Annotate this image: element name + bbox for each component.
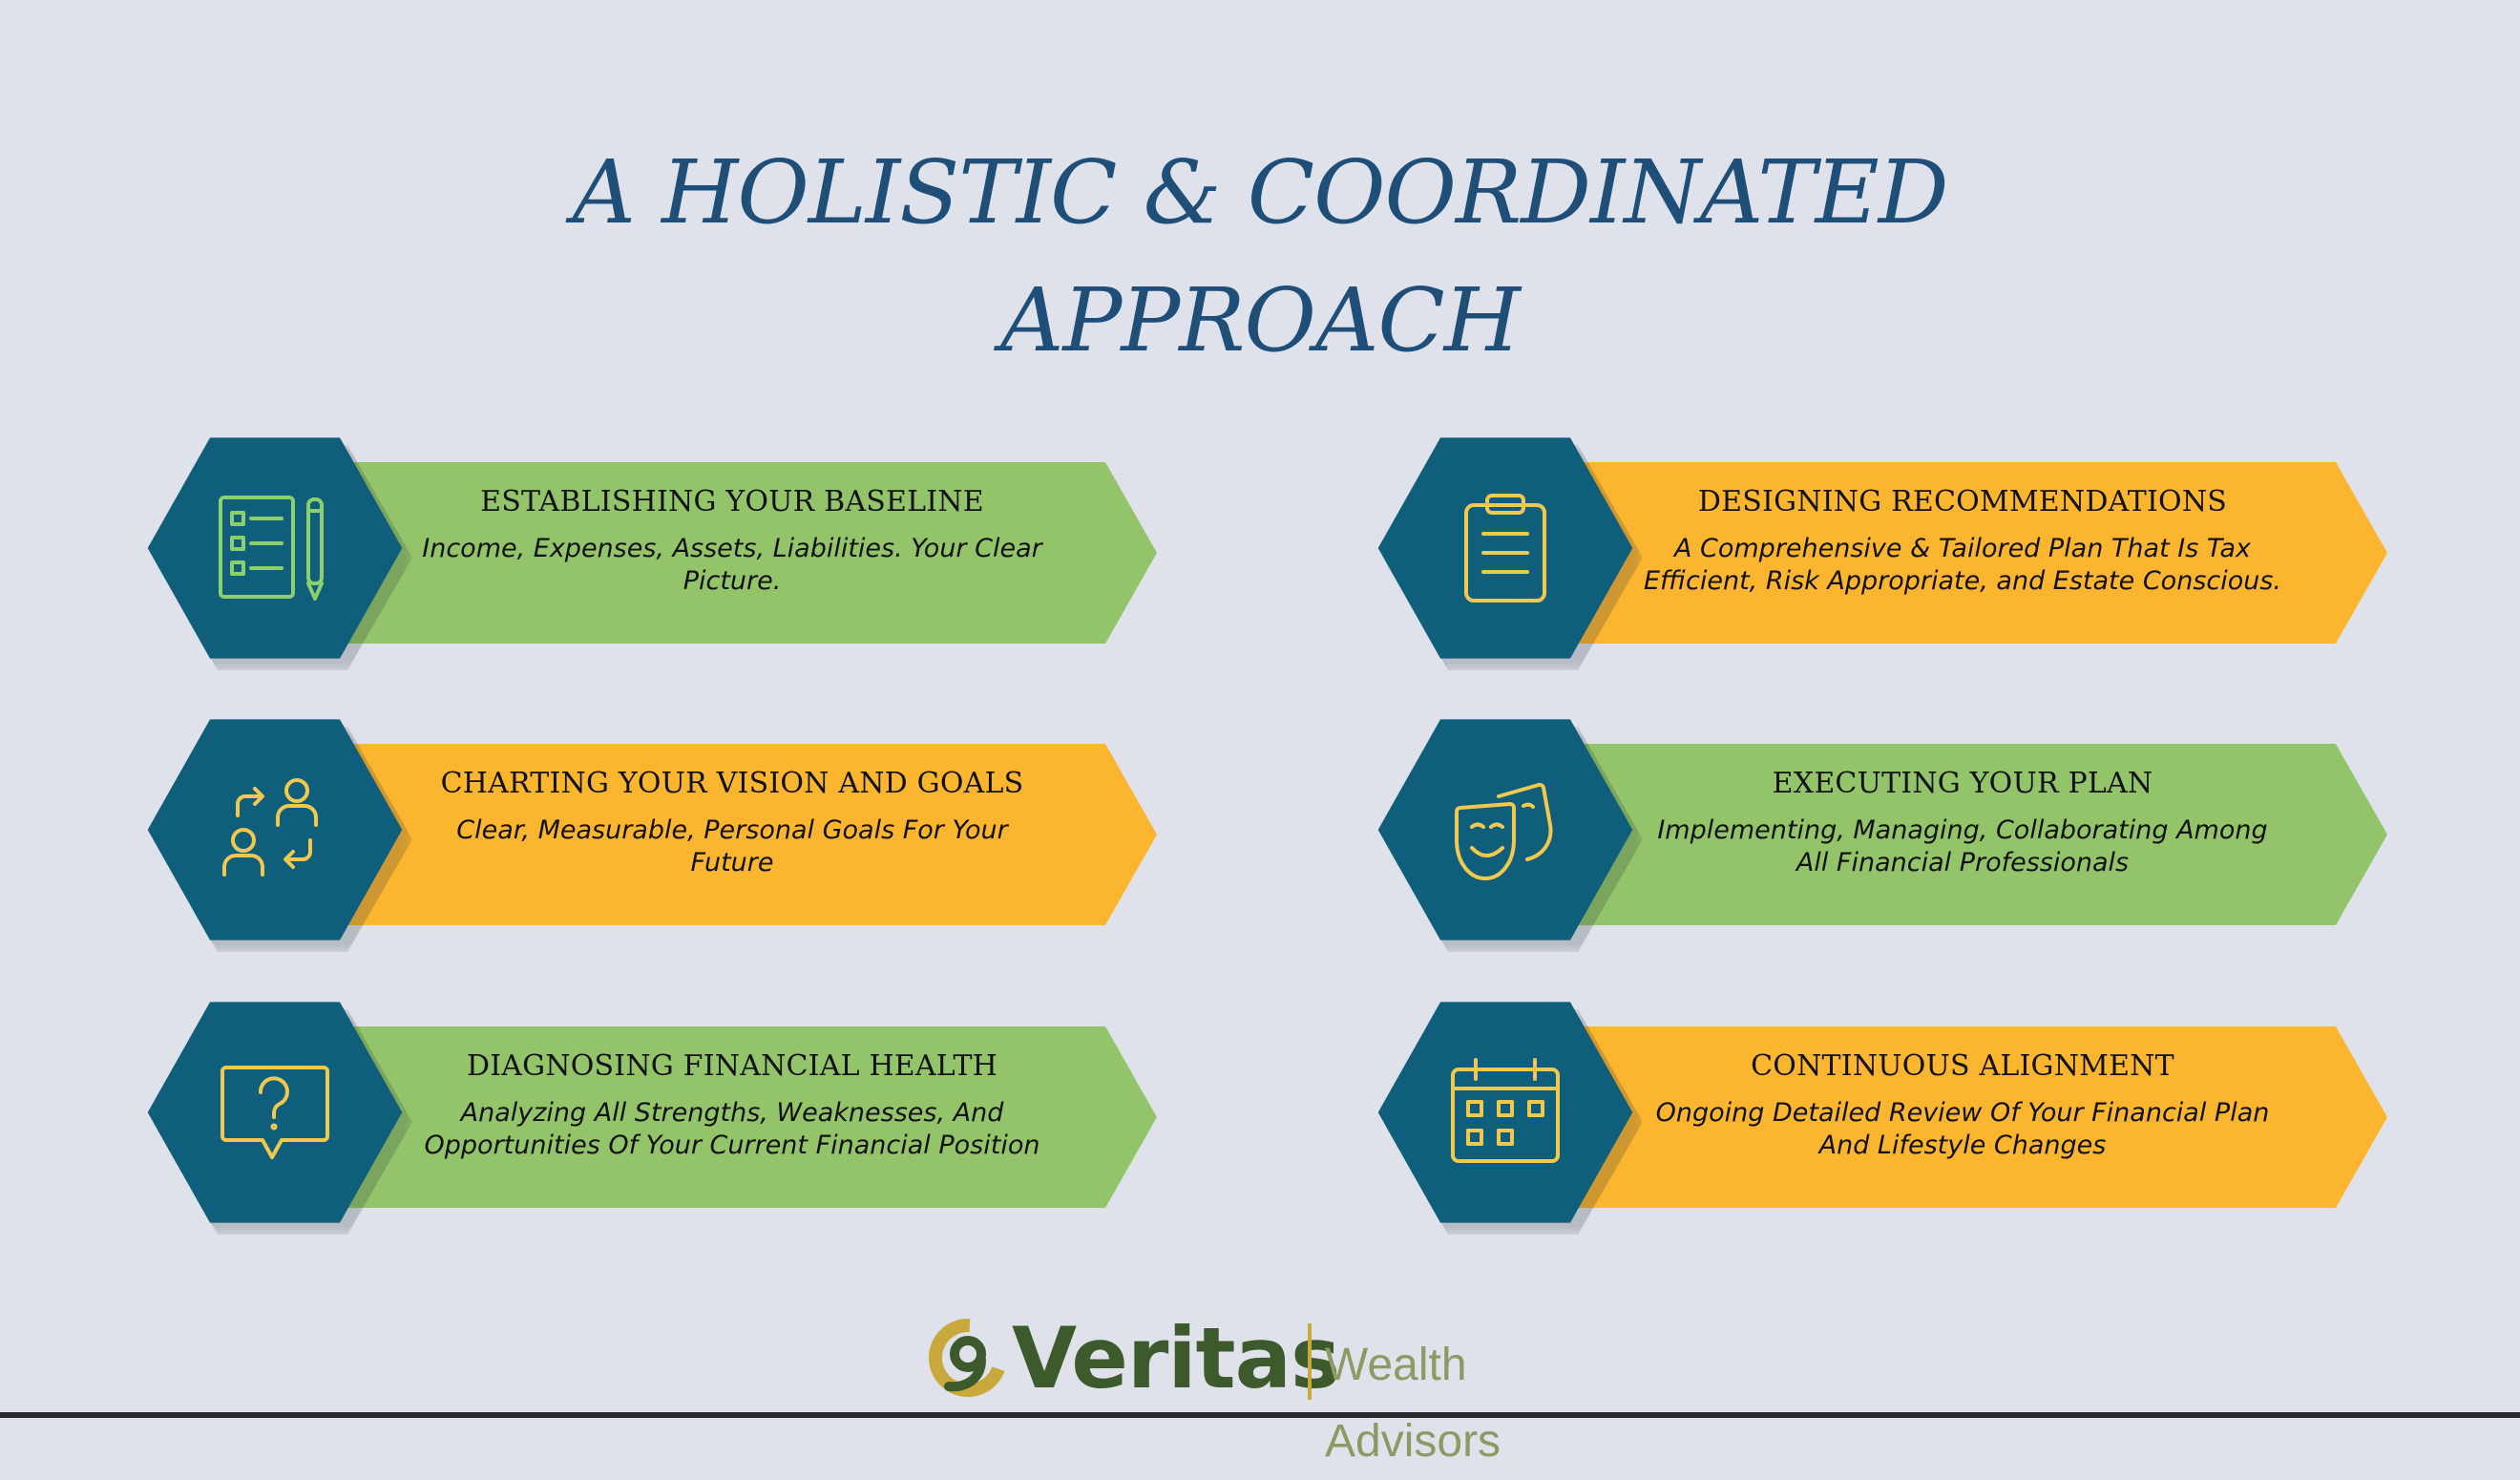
step-description: Clear, Measurable, Personal Goals For Yo… [456,815,1008,877]
step-heading: CHARTING YOUR VISION AND GOALS [440,767,1024,800]
veritas-swirl-icon [929,1319,1007,1397]
logo-tagline: Wealth Advisors [1325,1340,1502,1467]
title-line-2: APPROACH [1000,269,1521,371]
step-hexagon [147,1002,403,1223]
step-heading: CONTINUOUS ALIGNMENT [1751,1049,2174,1083]
step-heading: ESTABLISHING YOUR BASELINE [480,485,984,518]
step-hexagon [1377,437,1633,659]
step-diagnosing-health: DIAGNOSING FINANCIAL HEALTH Analyzing Al… [145,1000,1157,1235]
step-banner [1566,462,2387,644]
theater-masks-icon [1455,782,1553,880]
step-continuous-alignment: CONTINUOUS ALIGNMENT Ongoing Detailed Re… [1376,1000,2387,1235]
step-description: A Comprehensive & Tailored Plan That Is … [1643,534,2282,596]
step-heading: DIAGNOSING FINANCIAL HEALTH [466,1049,998,1083]
step-heading: DESIGNING RECOMMENDATIONS [1697,485,2228,518]
page-title: A HOLISTIC & COORDINATED APPROACH [0,129,2520,385]
step-banner [336,744,1157,925]
step-description: Analyzing All Strengths, Weaknesses, And… [424,1098,1040,1160]
logo-name: Veritas [1012,1309,1340,1407]
step-hexagon [147,719,403,941]
question-bubble-icon [220,1066,329,1159]
step-description: Ongoing Detailed Review Of Your Financia… [1655,1098,2270,1160]
calendar-icon [1451,1058,1560,1163]
step-description: Income, Expenses, Assets, Liabilities. Y… [422,534,1042,596]
logo-divider [1308,1323,1312,1400]
step-executing-plan: EXECUTING YOUR PLAN Implementing, Managi… [1376,717,2387,952]
bottom-border [0,1412,2520,1418]
step-description: Implementing, Managing, Collaborating Am… [1657,815,2268,877]
people-exchange-icon [222,778,318,877]
step-hexagon [1377,719,1633,941]
step-establishing-baseline: ESTABLISHING YOUR BASELINE Income, Expen… [145,435,1157,670]
step-heading: EXECUTING YOUR PLAN [1772,767,2153,800]
step-banner [336,1026,1157,1208]
veritas-logo: Veritas Wealth Advisors [916,1306,1604,1467]
step-charting-vision: CHARTING YOUR VISION AND GOALS Clear, Me… [145,717,1157,952]
checklist-icon [219,496,324,601]
step-hexagon [1377,1002,1633,1223]
title-line-1: A HOLISTIC & COORDINATED [572,141,1948,243]
step-banner [336,462,1157,644]
step-designing-recommendations: DESIGNING RECOMMENDATIONS A Comprehensiv… [1376,435,2387,670]
step-hexagon [147,437,403,659]
step-banner [1566,744,2387,925]
step-banner [1566,1026,2387,1208]
clipboard-icon [1464,494,1546,603]
